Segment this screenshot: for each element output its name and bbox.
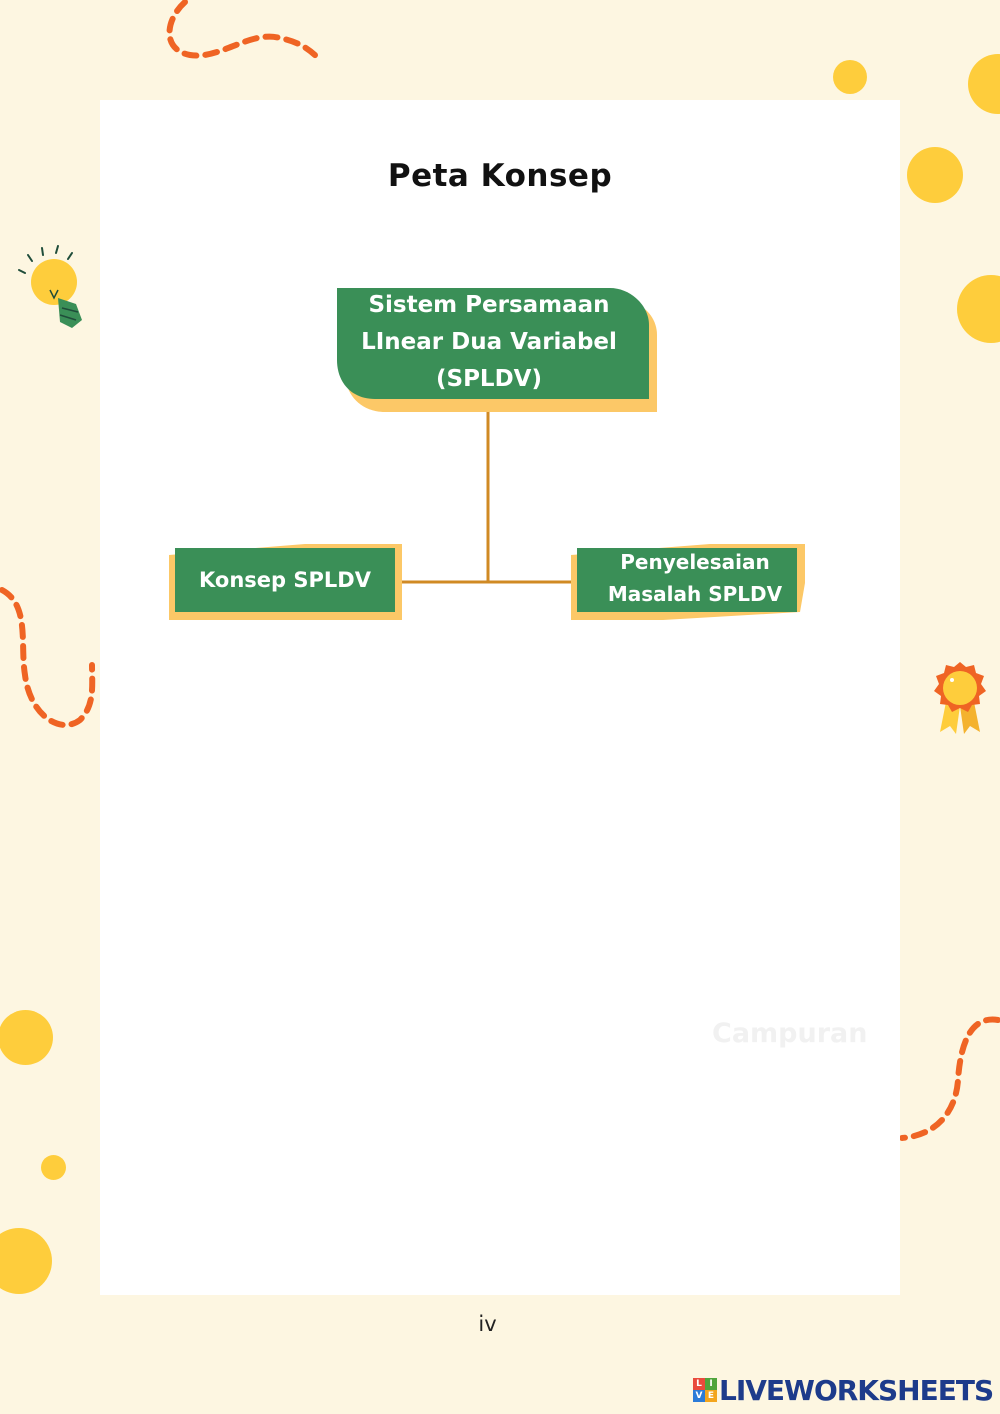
brand-name: LIVEWORKSHEETS: [719, 1373, 994, 1407]
watermark-text: Campuran: [712, 1018, 868, 1049]
page-number: iv: [478, 1312, 497, 1336]
right-node-box: [577, 548, 797, 612]
root-node-label: Sistem Persamaan LInear Dua Variabel (SP…: [361, 291, 617, 392]
left-node-box: [175, 548, 395, 612]
logo-letter: L: [693, 1378, 705, 1390]
decor-dot: [833, 60, 867, 94]
child-node-label-penyelesaian: Penyelesaian Masalah SPLDV: [607, 550, 783, 606]
child-node-label-konsep: Konsep SPLDV: [199, 568, 371, 592]
root-node-box: [337, 288, 649, 399]
medal-icon: [934, 662, 986, 734]
decor-dot: [41, 1155, 66, 1180]
decor-dot: [0, 1228, 52, 1294]
concept-map: [169, 288, 805, 620]
liveworksheets-logo-icon: L I V E: [693, 1378, 717, 1402]
logo-letter: I: [705, 1378, 717, 1390]
dashed-squiggle-right: [899, 1016, 1000, 1141]
dashed-squiggle-top: [166, 0, 321, 61]
decor-dot: [0, 1010, 53, 1065]
dashed-squiggle-left: [0, 587, 96, 728]
lightbulb-icon: [18, 245, 82, 328]
logo-letter: V: [693, 1390, 705, 1402]
logo-letter: E: [705, 1390, 717, 1402]
decor-dot: [907, 147, 963, 203]
page-title: Peta Konsep: [387, 158, 613, 194]
liveworksheets-brand[interactable]: L I V E LIVEWORKSHEETS: [693, 1373, 994, 1407]
